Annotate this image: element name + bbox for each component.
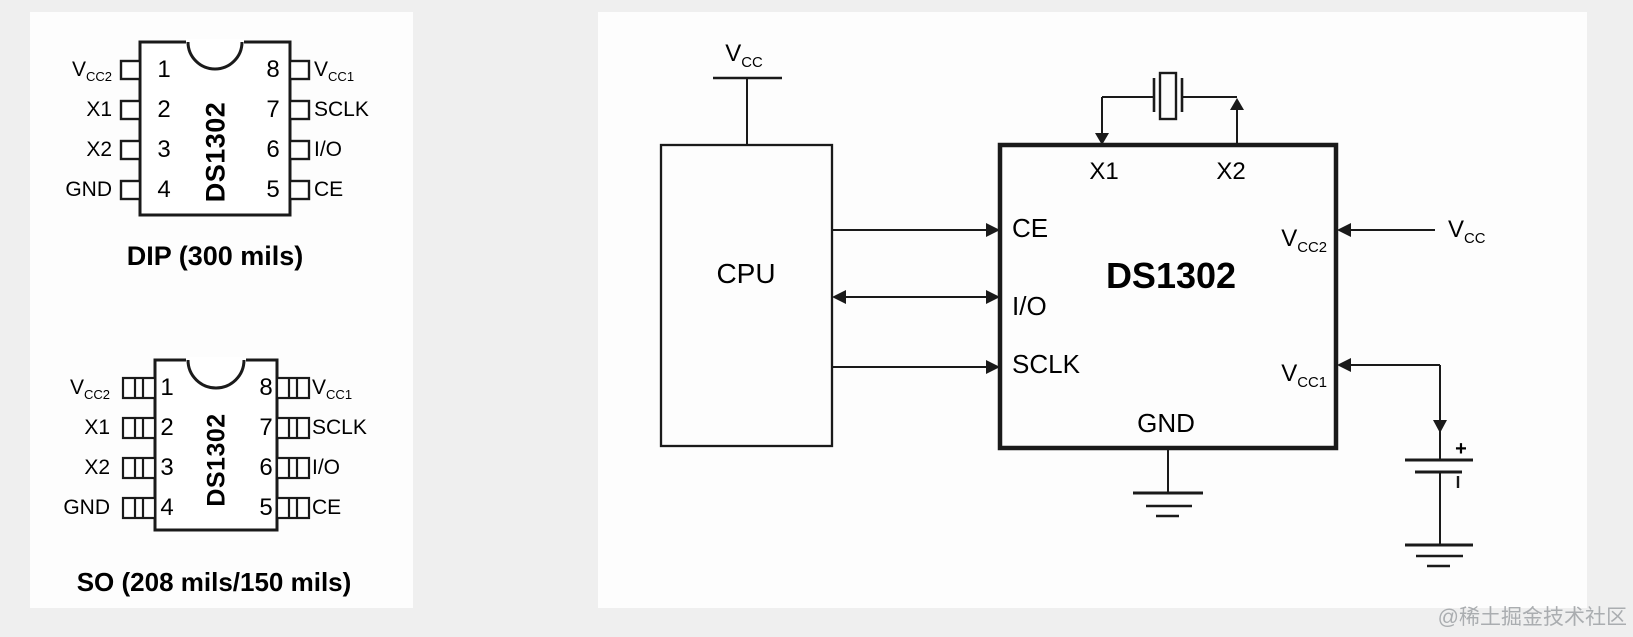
so-pin-label-vcc1: VCC1 (312, 376, 353, 403)
ce-pin-label: CE (1012, 213, 1049, 243)
ce-arrowhead (986, 223, 1000, 237)
pinout-panel: VCC2 X1 X2 GND 1 2 3 4 8 7 6 5 VCC1 SCLK… (30, 12, 413, 608)
dip-pin2 (119, 99, 142, 121)
vcc2-pin-label: VCC2 (1281, 225, 1327, 256)
dip-pin1 (119, 59, 142, 81)
so-pin-label-io: I/O (312, 456, 341, 479)
battery-arrowhead (1433, 420, 1447, 433)
so-pin-number-3: 3 (160, 454, 174, 481)
so-pin-number-6: 6 (259, 454, 273, 481)
watermark: @稀土掘金技术社区 (1437, 606, 1627, 629)
dip-pin-label-sclk: SCLK (314, 98, 369, 121)
dip-pin-number-7: 7 (266, 96, 280, 123)
battery-plus-label: + (1455, 438, 1467, 460)
so-pin-number-7: 7 (259, 414, 273, 441)
dip-pin-label-vcc1: VCC1 (314, 58, 355, 85)
x2-arrowhead (1230, 98, 1244, 110)
dip-pin-label-io: I/O (314, 138, 343, 161)
dip-pin3 (119, 139, 142, 161)
ds1302-box (997, 142, 1339, 451)
ds1302-label: DS1302 (1105, 255, 1237, 296)
dip-pin-number-4: 4 (157, 176, 171, 203)
dip-pin-number-6: 6 (266, 136, 280, 163)
dip-body (138, 40, 292, 217)
dip-pin7 (288, 99, 311, 121)
so-pin-number-2: 2 (160, 414, 174, 441)
dip-pin6 (288, 139, 311, 161)
so-pin-number-4: 4 (160, 494, 174, 521)
x2-pin-label: X2 (1216, 158, 1246, 185)
dip-pin5 (288, 179, 311, 201)
dip-pin-number-2: 2 (157, 96, 171, 123)
vcc1-arrowhead (1337, 358, 1351, 372)
dip-pin8 (288, 59, 311, 81)
dip-pin-number-1: 1 (157, 56, 171, 83)
dip-pin-number-3: 3 (157, 136, 171, 163)
dip-pin-label-x2: X2 (86, 138, 112, 161)
x1-pin-label: X1 (1089, 158, 1119, 185)
vcc1-pin-label: VCC1 (1281, 360, 1327, 391)
pinout-linework (119, 39, 311, 532)
circuit-panel: VCC CPU X1 X2 CE I/O SCLK DS1302 VCC2 VC… (598, 12, 1587, 608)
io-arrowhead-left (832, 290, 846, 304)
cpu-box (659, 143, 834, 448)
dip-pin-label-x1: X1 (86, 98, 112, 121)
so-pin-number-5: 5 (259, 494, 273, 521)
so-chip-label: DS1302 (202, 413, 231, 507)
so-pins-left (121, 376, 157, 520)
circuit-linework (659, 71, 1473, 568)
dip-caption: DIP (300 mils) (126, 241, 304, 271)
so-notch (186, 359, 246, 390)
dip-pin-label-ce: CE (314, 178, 344, 201)
dip-chip-label: DS1302 (200, 101, 231, 203)
dip-pin-number-8: 8 (266, 56, 280, 83)
crystal-body (1158, 71, 1178, 121)
dip-pin-number-5: 5 (266, 176, 280, 203)
dip-notch (186, 41, 244, 71)
so-pin-number-8: 8 (259, 374, 273, 401)
so-pin-label-x2: X2 (84, 456, 110, 479)
gnd-pin-label: GND (1137, 408, 1195, 438)
vcc-right-label: VCC (1448, 216, 1486, 247)
dip-pin-label-gnd: GND (65, 178, 112, 201)
sclk-arrowhead (986, 360, 1000, 374)
sclk-pin-label: SCLK (1012, 349, 1080, 379)
io-arrowhead-right (986, 290, 1000, 304)
so-pin-label-vcc2: VCC2 (69, 376, 110, 403)
so-pin-label-x1: X1 (84, 416, 110, 439)
dip-pin-label-vcc2: VCC2 (71, 58, 112, 85)
io-pin-label: I/O (1012, 291, 1047, 321)
so-pins-right (275, 376, 311, 520)
vcc2-arrowhead (1337, 223, 1351, 237)
so-pin-label-sclk: SCLK (312, 416, 367, 439)
so-pin-label-gnd: GND (63, 496, 110, 519)
dip-pin4 (119, 179, 142, 201)
cpu-label: CPU (716, 258, 776, 289)
vcc-cpu-label: VCC (725, 40, 763, 71)
x1-arrowhead (1095, 133, 1109, 145)
so-caption: SO (208 mils/150 mils) (76, 567, 352, 597)
so-pin-number-1: 1 (160, 374, 174, 401)
so-pin-label-ce: CE (312, 496, 342, 519)
